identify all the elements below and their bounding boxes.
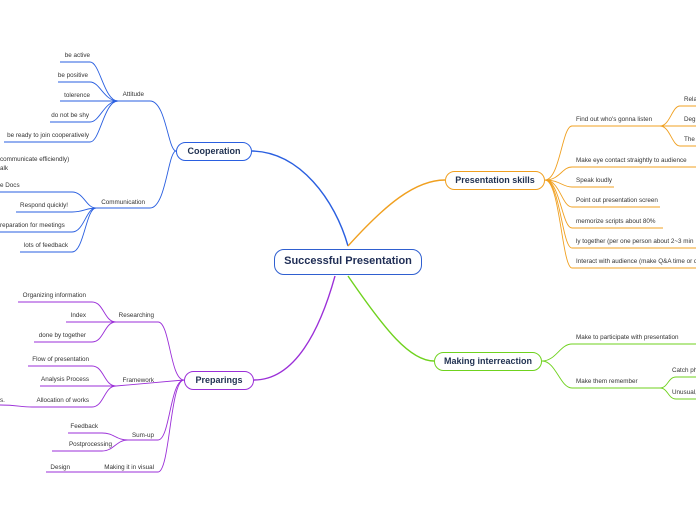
central-topic[interactable]: Successful Presentation [274,249,422,275]
topic-presentation-skills[interactable]: Presentation skills [445,171,545,190]
leaf-interact-audience[interactable]: Interact with audience (make Q&A time or… [576,258,696,265]
leaf-point-out-screen[interactable]: Point out presentation screen [576,197,658,204]
leaf-feedback[interactable]: Feedback [70,423,98,430]
leaf-rela[interactable]: Rela [684,96,696,103]
subtopic-attitude[interactable]: Attitude [122,91,144,98]
leaf-speak-loudly[interactable]: Speak loudly [576,177,613,184]
leaf-catch-ph[interactable]: Catch ph [672,367,696,374]
subtopic-make-them-remember[interactable]: Make them remember [576,378,638,385]
subtopic-find-out[interactable]: Find out who's gonna listen [576,116,653,123]
leaf-be-positive[interactable]: be positive [57,72,88,79]
subtopic-participate[interactable]: Make to participate with presentation [576,334,679,341]
topic-making-interreaction[interactable]: Making interreaction [434,352,542,371]
leaf-docs[interactable]: e Docs [0,182,20,189]
leaf-tolerence[interactable]: tolerence [64,92,90,99]
leaf-eye-contact[interactable]: Make eye contact straightly to audience [576,157,687,164]
branch-preparings [253,275,336,381]
leaf-the[interactable]: The [684,136,695,143]
leaf-lots-of-feedback[interactable]: lots of feedback [23,242,68,249]
leaf-communicate-efficiently[interactable]: communicate efficiendly) [0,156,70,163]
leaf-s[interactable]: s. [0,397,5,404]
branch-presentation [347,179,446,247]
leaf-talk[interactable]: alk [0,165,9,172]
topic-preparings[interactable]: Preparings [184,371,254,390]
leaf-do-not-be-shy[interactable]: do not be shy [51,112,89,119]
leaf-memorize-scripts[interactable]: memorize scripts about 80% [576,218,656,225]
subtopic-making-visual[interactable]: Making it in visual [104,464,154,471]
leaf-preparation-meetings[interactable]: reparation for meetings [0,222,65,229]
branch-cooperation [251,150,349,247]
leaf-unusual[interactable]: Unusual, [672,389,696,396]
leaf-done-by-together[interactable]: done by together [38,332,86,339]
leaf-allocation-of-works[interactable]: Allocation of works [36,397,90,404]
leaf-deg[interactable]: Deg [684,116,696,123]
leaf-flow-of-presentation[interactable]: Flow of presentation [32,356,89,363]
leaf-be-active[interactable]: be active [64,52,90,59]
topic-cooperation[interactable]: Cooperation [176,142,252,161]
subtopic-framework[interactable]: Framework [122,377,155,384]
leaf-index[interactable]: Index [70,312,86,319]
leaf-postprocessing[interactable]: Postprocessing [68,441,112,448]
leaf-together-per-person[interactable]: ly together (per one person about 2~3 mi… [576,238,694,245]
leaf-be-ready[interactable]: be ready to join cooperatively [7,132,89,139]
subtopic-sum-up[interactable]: Sum-up [131,432,154,439]
leaf-design[interactable]: Design [50,464,70,471]
branch-interaction [347,275,435,362]
subtopic-communication[interactable]: Communication [101,199,145,206]
leaf-analysis-process[interactable]: Analysis Process [41,376,89,383]
leaf-respond-quickly[interactable]: Respond quickly! [20,202,68,209]
subtopic-researching[interactable]: Researching [118,312,154,319]
leaf-organizing-information[interactable]: Organizing information [22,292,86,299]
